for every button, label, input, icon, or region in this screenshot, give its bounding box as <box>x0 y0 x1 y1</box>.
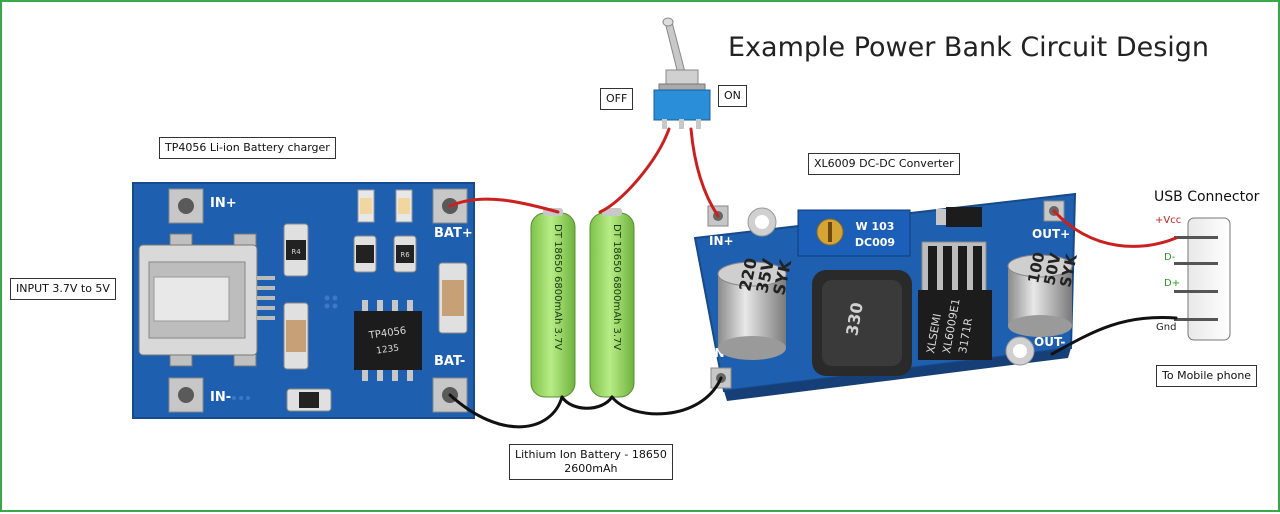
led-red <box>357 189 375 223</box>
label-switch-on: ON <box>718 85 747 107</box>
wire-switch-to-conv-in <box>689 127 720 218</box>
resistor-small-a <box>353 235 377 273</box>
usb-pin-d-minus: D- <box>1164 252 1176 263</box>
svg-text:DT 18650 6800mAh 3.7V: DT 18650 6800mAh 3.7V <box>611 224 622 350</box>
resistor-r6: R6 <box>393 235 417 273</box>
label-tp4056-charger: TP4056 Li-ion Battery charger <box>159 137 336 159</box>
charger-in-plus-text: IN+ <box>210 196 237 211</box>
battery-label-line1: Lithium Ion Battery - 18650 <box>515 448 667 461</box>
capacitor-smd-left <box>283 302 309 370</box>
capacitor-smd-right <box>438 262 468 334</box>
conv-out-minus-text: OUT- <box>1034 335 1065 349</box>
charger-bat-plus-text: BAT+ <box>434 226 473 241</box>
inductor-330: 330 <box>812 270 912 376</box>
usb-pin-gnd: Gnd <box>1156 322 1177 333</box>
charger-bat-minus-text: BAT- <box>434 354 465 369</box>
capacitor-220uf: 220 35V SYK <box>717 256 795 360</box>
wire-conv-out-to-usb <box>1052 209 1178 248</box>
svg-text:3171R: 3171R <box>956 317 975 355</box>
conv-in-plus-text: IN+ <box>709 234 734 248</box>
xl6009-chip: XLSEMI XL6009E1 3171R <box>918 241 992 360</box>
tp4056-chip: TP4056 1235 <box>354 300 422 381</box>
svg-text:DC009: DC009 <box>855 236 895 249</box>
tp4056-board: IN+ IN- BAT+ BAT- <box>132 182 475 419</box>
battery-label-line2: 2600mAh <box>564 462 618 475</box>
wire-bat-plus-to-battery <box>448 197 560 214</box>
wire-bat-minus-to-battery <box>448 393 564 429</box>
pad-in-minus <box>168 377 204 413</box>
wire-conv-out-minus-to-usb <box>1050 315 1178 356</box>
label-input-voltage: INPUT 3.7V to 5V <box>10 278 116 300</box>
label-to-mobile: To Mobile phone <box>1156 365 1258 387</box>
pad-in-plus <box>168 188 204 224</box>
toggle-switch <box>653 17 711 129</box>
resistor-r4: R4 <box>283 223 309 277</box>
battery-cell-2: DT 18650 6800mAh 3.7V <box>589 208 635 398</box>
xl6009-board: IN+ IN- OUT+ OUT- W 103 DC009 <box>693 192 1081 401</box>
wires <box>448 127 1178 429</box>
usb-pin-d-plus: D+ <box>1164 278 1181 289</box>
label-switch-off: OFF <box>600 88 634 110</box>
schottky-diode <box>936 207 982 227</box>
usb-connector-title: USB Connector <box>1154 189 1260 205</box>
charger-in-minus-text: IN- <box>210 390 231 405</box>
mini-usb-socket <box>138 233 275 367</box>
conv-out-plus-text: OUT+ <box>1032 227 1070 241</box>
diagram-title: Example Power Bank Circuit Design <box>728 32 1210 63</box>
svg-text:R4: R4 <box>291 248 301 256</box>
usb-connector <box>1174 217 1231 341</box>
led-green <box>395 189 413 223</box>
usb-pin-vcc: +Vcc <box>1155 215 1182 226</box>
label-xl6009-converter: XL6009 DC-DC Converter <box>808 153 960 175</box>
wire-battery-to-switch <box>598 127 671 214</box>
wire-battery-to-conv-in-minus <box>610 376 723 416</box>
svg-text:R6: R6 <box>400 251 410 259</box>
potentiometer: W 103 DC009 <box>797 209 911 257</box>
label-battery: Lithium Ion Battery - 18650 2600mAh <box>509 444 673 480</box>
small-resistor-bottom <box>286 388 332 412</box>
battery-cell-1: DT 18650 6800mAh 3.7V <box>530 208 576 398</box>
svg-text:DT 18650 6800mAh 3.7V: DT 18650 6800mAh 3.7V <box>552 224 563 350</box>
capacitor-100uf: 100 50V SYK <box>1007 250 1081 337</box>
svg-text:1235: 1235 <box>376 343 400 356</box>
svg-text:W 103: W 103 <box>856 220 895 233</box>
svg-text:TP4056: TP4056 <box>367 325 407 341</box>
wire-battery-link <box>560 395 614 410</box>
